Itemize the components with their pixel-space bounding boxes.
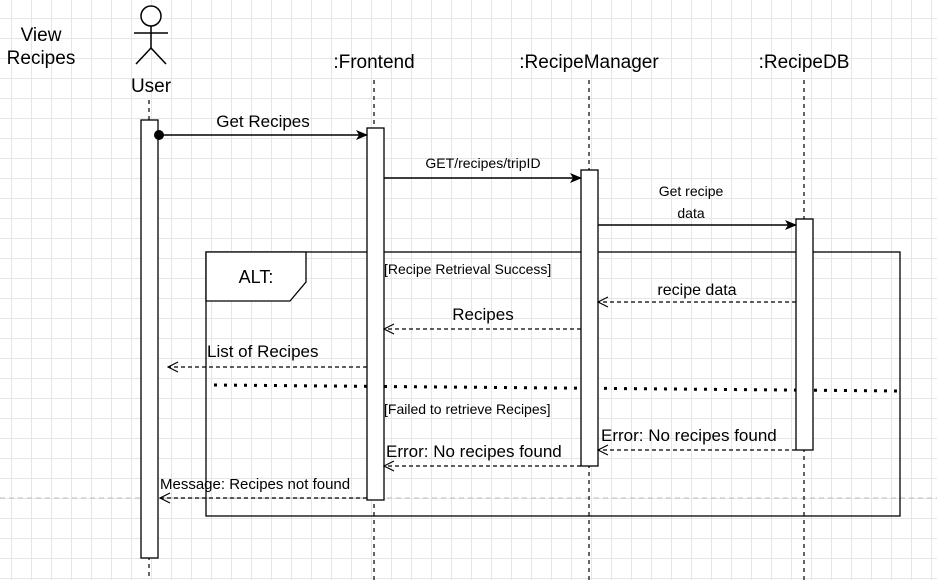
diagram-title-line2: Recipes: [7, 48, 76, 69]
message-get-recipe-data-label-2: data: [677, 205, 704, 221]
user-actor-icon: [134, 5, 168, 65]
activation-frontend: [366, 127, 385, 501]
activation-user: [140, 119, 159, 559]
message-recipe-data-label: recipe data: [657, 282, 736, 299]
guard-success: [Recipe Retrieval Success]: [384, 261, 551, 277]
activation-recipemanager: [580, 169, 599, 467]
lifeline-frontend-label: :Frontend: [333, 52, 414, 73]
diagram-title-line1: View: [21, 25, 62, 46]
alt-fragment-label: ALT:: [239, 267, 274, 287]
message-not-found-label: Message: Recipes not found: [160, 476, 350, 493]
message-error-db-label: Error: No recipes found: [601, 426, 777, 445]
message-error-manager-label: Error: No recipes found: [386, 442, 562, 461]
message-recipes-label: Recipes: [452, 305, 513, 324]
alt-fragment: [205, 251, 901, 517]
message-list-of-recipes-label: List of Recipes: [207, 342, 319, 361]
alt-fragment-tab: [205, 251, 307, 302]
actor-label: User: [131, 76, 172, 97]
guard-failure: [Failed to retrieve Recipes]: [384, 401, 551, 417]
message-get-recipes-label: Get Recipes: [216, 112, 310, 131]
message-get-recipe-data-label-1: Get recipe: [659, 183, 724, 199]
message-get-trip-label: GET/recipes/tripID: [425, 155, 540, 171]
alt-fragment-separator: [213, 383, 901, 393]
activation-recipedb: [795, 218, 814, 451]
lifeline-recipedb-label: :RecipeDB: [759, 52, 850, 73]
lifeline-recipemanager-label: :RecipeManager: [519, 52, 659, 73]
